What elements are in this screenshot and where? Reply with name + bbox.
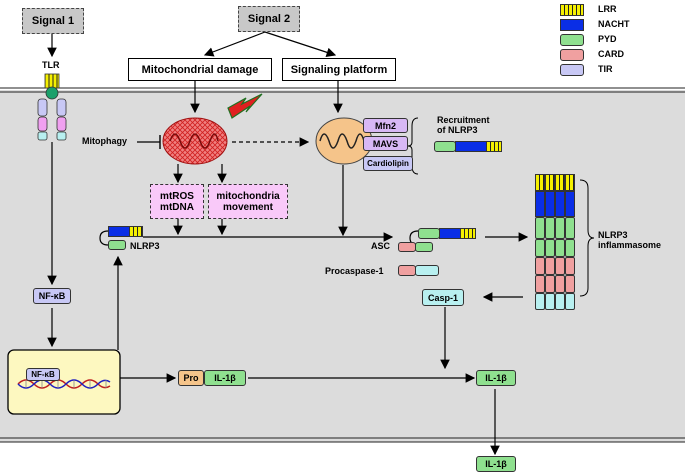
inflammasome-card-domain xyxy=(565,275,575,293)
inflammasome-pyd-domain xyxy=(535,239,545,257)
nfkb-nucleus-pill: NF-κB xyxy=(26,368,60,381)
pro-domain-pill: Pro xyxy=(178,370,204,386)
casp1-pill: Casp-1 xyxy=(422,289,464,306)
legend-nacht-swatch xyxy=(560,19,584,31)
legend-lrr-label: LRR xyxy=(598,4,617,14)
nlrp3-label: NLRP3 xyxy=(130,241,160,251)
inflammasome-casp-domain xyxy=(555,293,565,310)
inflammasome-pyd-domain xyxy=(545,239,555,257)
mfn2-pill: Mfn2 xyxy=(363,118,408,133)
recruited-nlrp3 xyxy=(434,141,502,152)
legend-card-label: CARD xyxy=(598,49,624,59)
inflammasome-label: NLRP3 inflammasome xyxy=(598,230,662,251)
inflammasome-casp-domain xyxy=(565,293,575,310)
nfkb-cyto-pill: NF-κB xyxy=(33,288,71,304)
legend-pyd-swatch xyxy=(560,34,584,46)
inflammasome-pyd-domain xyxy=(565,239,575,257)
tlr-receptor xyxy=(37,73,67,141)
lightning-icon xyxy=(227,93,263,119)
mtros-mtdna-box: mtROS mtDNA xyxy=(150,184,204,219)
signaling-platform-box: Signaling platform xyxy=(282,58,396,81)
inflammasome-card-domain xyxy=(545,275,555,293)
damaged-mitochondrion xyxy=(162,117,228,165)
inflammasome-card-domain xyxy=(565,257,575,275)
il1b-secreted-pill: IL-1β xyxy=(476,456,516,472)
legend-pyd-label: PYD xyxy=(598,34,617,44)
inflammasome-lrr-domain xyxy=(535,174,545,191)
inflammasome-casp-domain xyxy=(545,293,555,310)
mito-damage-label: Mitochondrial damage xyxy=(141,63,259,76)
signaling-platform-label: Signaling platform xyxy=(290,63,388,76)
tlr-label: TLR xyxy=(42,60,60,70)
dna-strand-blue xyxy=(17,379,111,389)
recruitment-label: Recruitment of NLRP3 xyxy=(437,115,490,136)
legend-card-swatch xyxy=(560,49,584,61)
inflammasome-pyd-domain xyxy=(565,217,575,239)
inflammasome-nacht-domain xyxy=(555,191,565,217)
signal1-box: Signal 1 xyxy=(22,8,84,34)
il1b-mature-pill: IL-1β xyxy=(476,370,516,386)
inflammasome-card-domain xyxy=(555,257,565,275)
platform-mitochondrion xyxy=(315,117,373,165)
signal2-arrow-left xyxy=(203,31,266,57)
inflammasome-nacht-domain xyxy=(565,191,575,217)
mitophagy-label: Mitophagy xyxy=(82,136,127,146)
legend-tir-swatch xyxy=(560,64,584,76)
signal1-label: Signal 1 xyxy=(31,15,75,27)
inflammasome-stack xyxy=(535,174,575,310)
inflammasome-card-domain xyxy=(555,275,565,293)
inflammasome-lrr-domain xyxy=(565,174,575,191)
cardiolipin-pill: Cardiolipin xyxy=(363,156,413,171)
legend: LRR NACHT PYD CARD TIR xyxy=(560,4,680,80)
inflammasome-card-domain xyxy=(545,257,555,275)
inflammasome-nacht-domain xyxy=(535,191,545,217)
mito-damage-box: Mitochondrial damage xyxy=(128,58,272,81)
signal2-box: Signal 2 xyxy=(238,6,300,32)
signal2-label: Signal 2 xyxy=(247,13,291,25)
inflammasome-pyd-domain xyxy=(555,239,565,257)
inflammasome-lrr-domain xyxy=(545,174,555,191)
legend-lrr-swatch xyxy=(560,4,584,16)
signal2-arrow-right xyxy=(264,31,337,57)
inflammasome-pyd-domain xyxy=(535,217,545,239)
inflammasome-lrr-domain xyxy=(555,174,565,191)
mavs-pill: MAVS xyxy=(363,136,408,151)
inflammasome-bracket xyxy=(579,179,595,297)
legend-tir-label: TIR xyxy=(598,64,613,74)
inflammasome-pyd-domain xyxy=(555,217,565,239)
legend-nacht-label: NACHT xyxy=(598,19,630,29)
inflammasome-nacht-domain xyxy=(545,191,555,217)
pro-il1b-pill: IL-1β xyxy=(204,370,246,386)
inflammasome-pyd-domain xyxy=(545,217,555,239)
mito-movement-box: mitochondria movement xyxy=(208,184,288,219)
asc-label: ASC xyxy=(371,241,391,251)
inflammasome-card-domain xyxy=(535,275,545,293)
inflammasome-casp-domain xyxy=(535,293,545,310)
nlrp3-link xyxy=(99,230,109,246)
inflammasome-card-domain xyxy=(535,257,545,275)
procaspase-label: Procaspase-1 xyxy=(325,266,384,276)
